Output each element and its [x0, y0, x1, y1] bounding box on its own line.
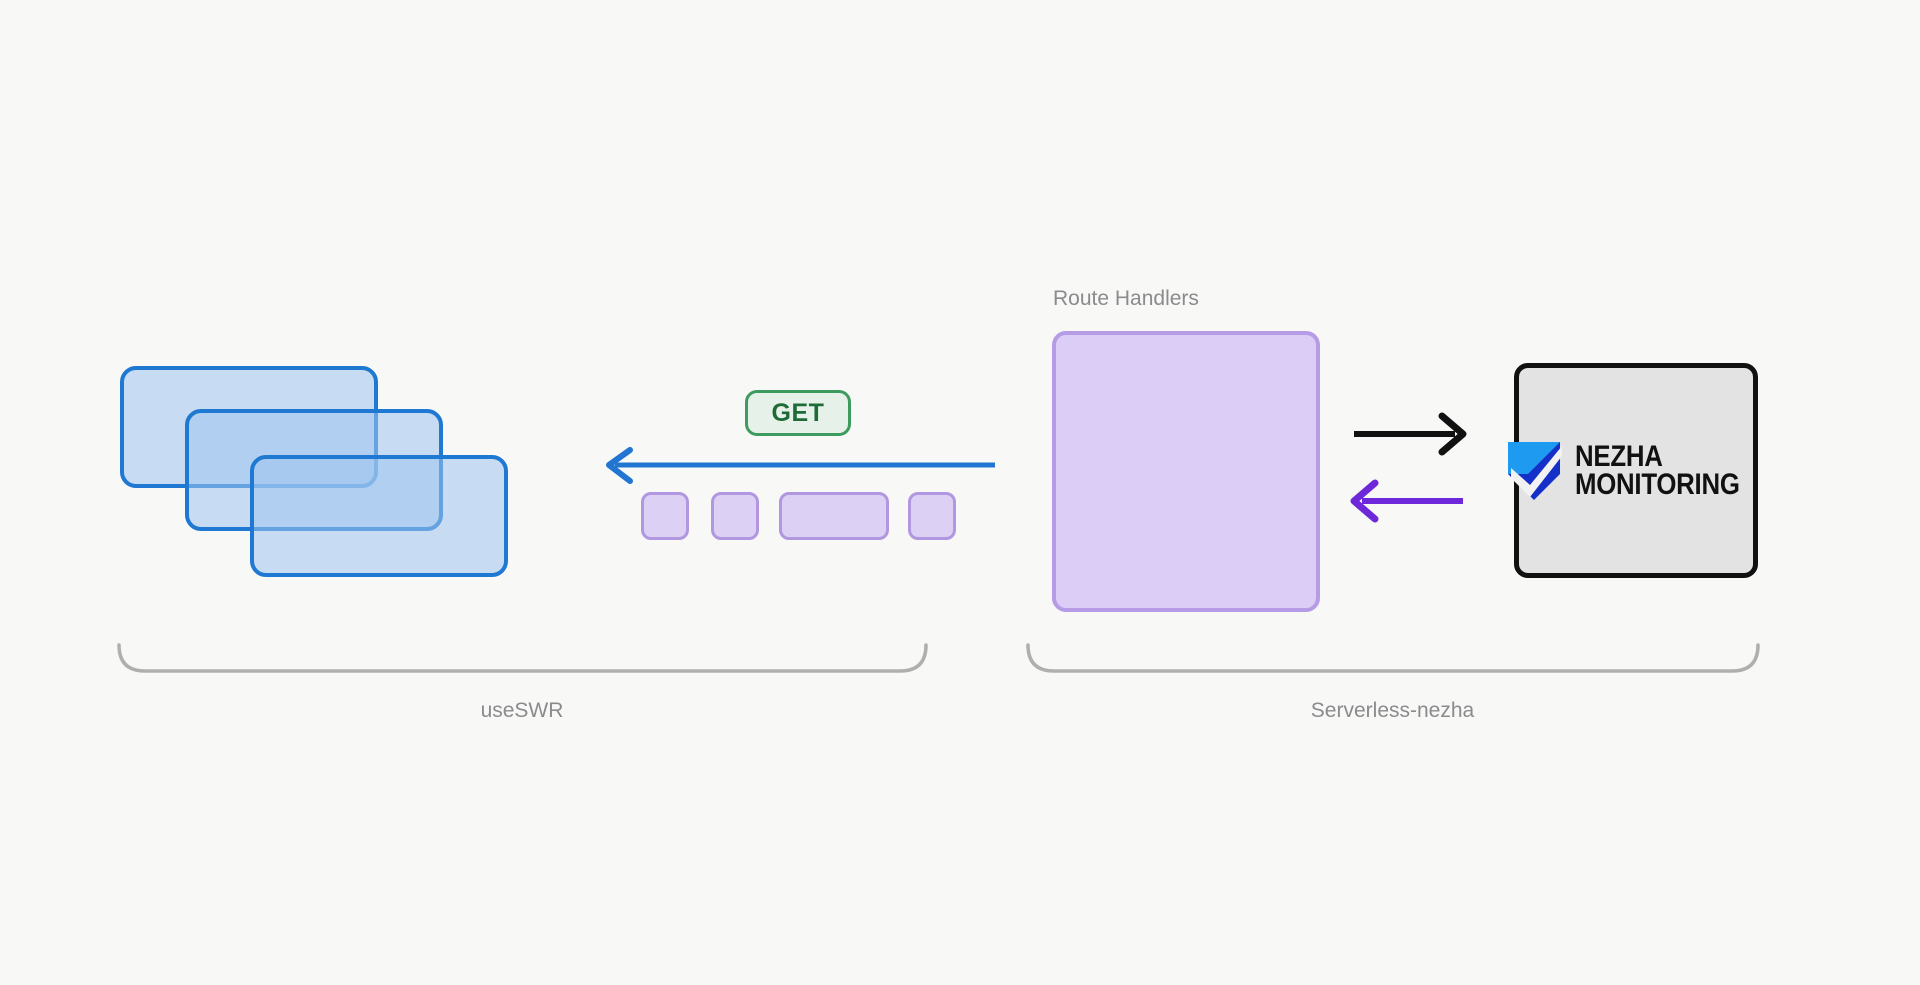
payload-block-4 — [908, 492, 956, 540]
payload-block-2 — [711, 492, 759, 540]
route-handlers-box — [1052, 331, 1320, 612]
payload-block-3 — [779, 492, 889, 540]
http-method-badge: GET — [745, 390, 851, 436]
request-to-service-arrow — [1354, 412, 1467, 456]
serverless-group-bracket — [1026, 643, 1760, 673]
useswr-group-caption: useSWR — [480, 699, 564, 722]
nezha-wordmark-line1: NEZHA — [1574, 439, 1663, 473]
nezha-shield-icon — [1507, 441, 1562, 500]
payload-block-1 — [641, 492, 689, 540]
response-from-service-arrow — [1350, 479, 1463, 523]
useswr-group-bracket — [117, 643, 928, 673]
route-handlers-label: Route Handlers — [1053, 287, 1199, 310]
get-request-arrow — [606, 447, 995, 484]
nezha-wordmark-line2: MONITORING — [1574, 467, 1740, 501]
nezha-wordmark: NEZHA MONITORING — [1574, 439, 1740, 501]
nezha-monitoring-card: NEZHA MONITORING — [1507, 363, 1758, 578]
serverless-group-caption: Serverless-nezha — [1310, 699, 1475, 722]
